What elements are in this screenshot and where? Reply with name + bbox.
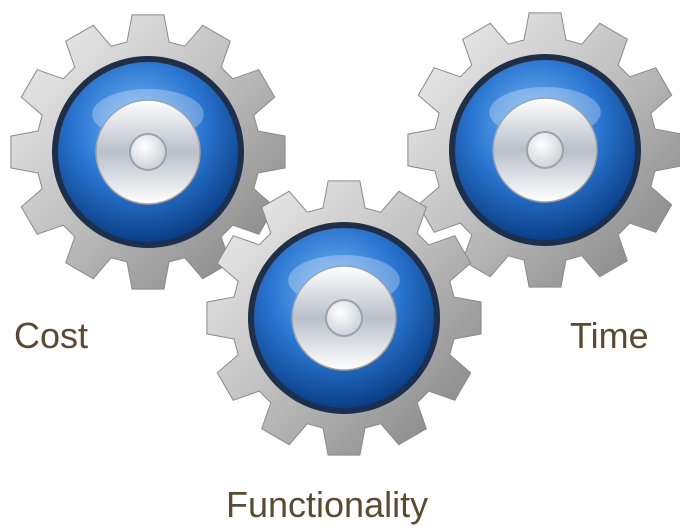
gear-time-icon (407, 12, 680, 288)
gear-center (325, 299, 363, 337)
functionality-label: Functionality (226, 484, 429, 525)
gear-cost-icon (10, 14, 286, 290)
cost-label: Cost (14, 315, 89, 356)
gear-center (129, 133, 167, 171)
gear-center (526, 131, 564, 169)
gear-functionality-icon (206, 180, 482, 456)
time-label: Time (570, 315, 649, 356)
